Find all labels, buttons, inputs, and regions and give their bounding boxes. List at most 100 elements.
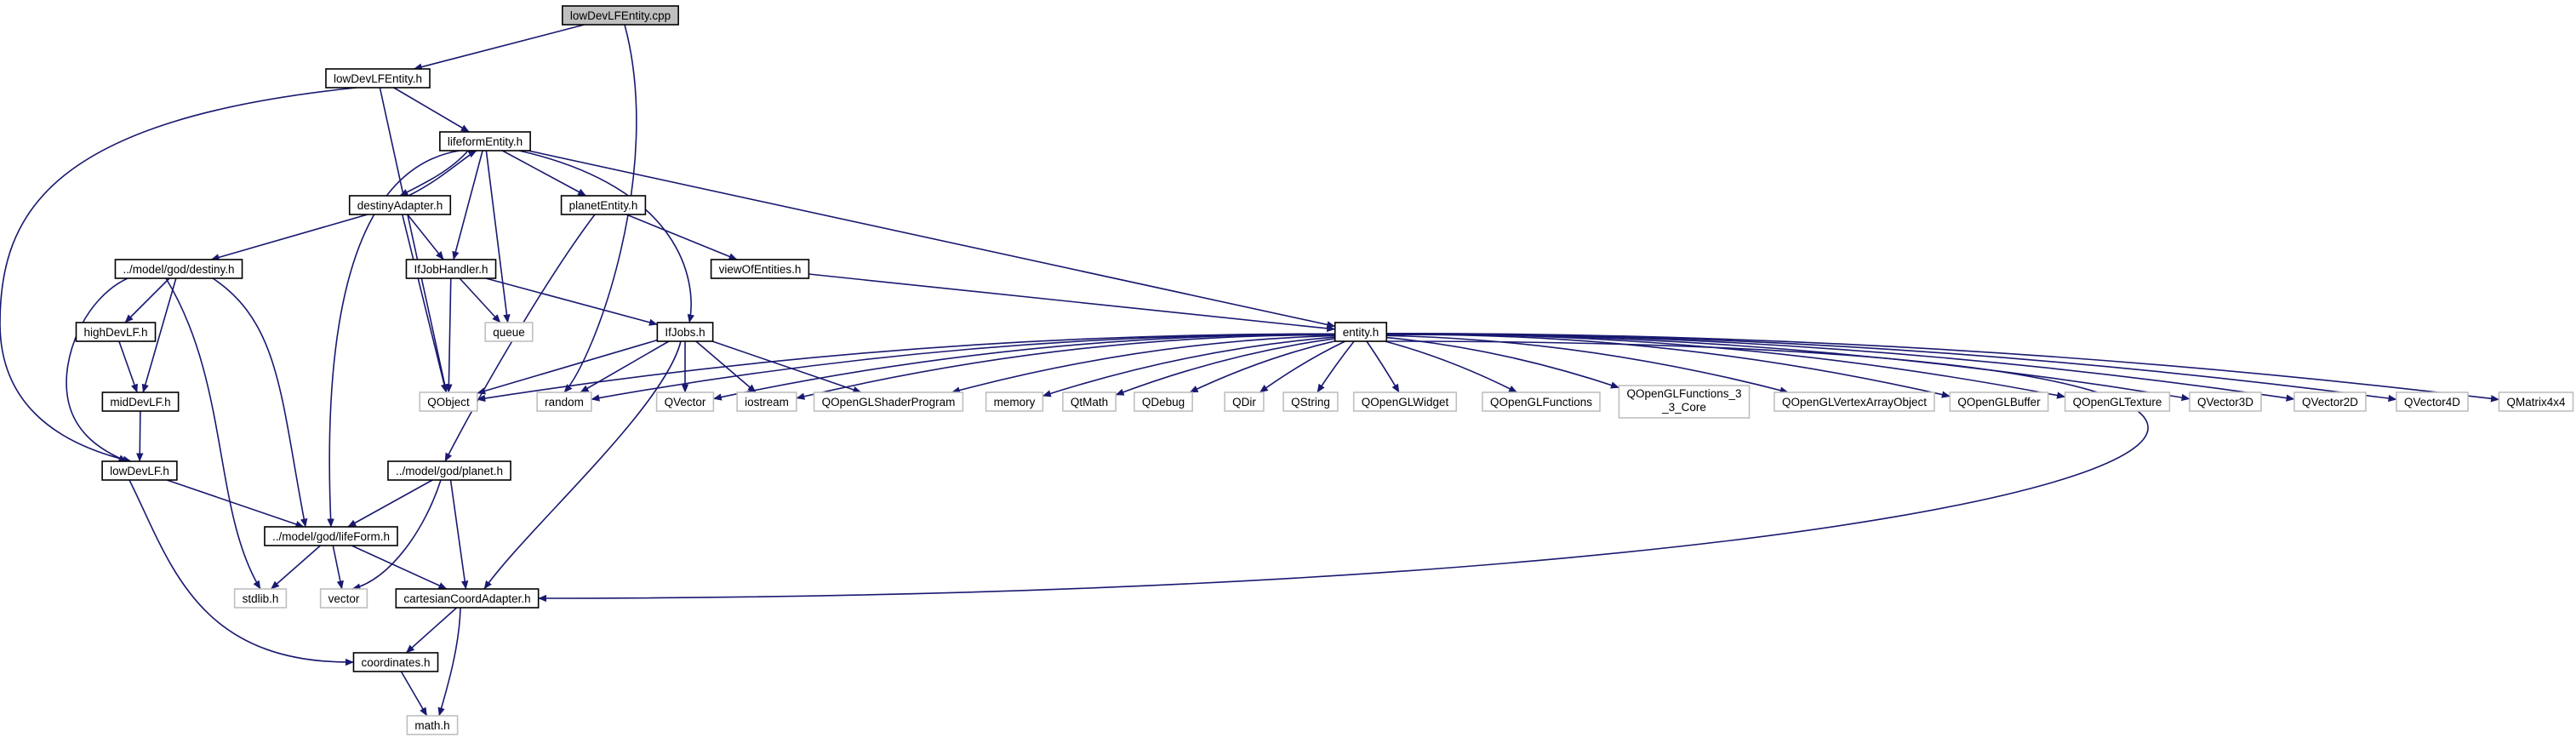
node-QOpenGLBuffer: QOpenGLBuffer (1949, 392, 2049, 412)
node-box (406, 715, 459, 735)
node-label: random (545, 396, 584, 409)
node-box (1334, 322, 1388, 342)
edge-destiny-h-to-highDevLF-h (124, 277, 170, 323)
node-highDevLF-h[interactable]: highDevLF.h (75, 322, 157, 342)
node-QOpenGLVertexArrayObject: QOpenGLVertexArrayObject (1773, 392, 1935, 412)
node-label: math.h (414, 719, 449, 732)
node-memory: memory (985, 392, 1044, 412)
node-QObject: QObject (419, 392, 478, 412)
node-QOpenGLWidget: QOpenGLWidget (1352, 392, 1458, 412)
edge-entity-h-to-QDebug (1189, 340, 1335, 393)
edge-destinyAdapter-h-to-QObject (401, 214, 448, 393)
node-box (387, 460, 511, 481)
node-lifeformEntity-h[interactable]: lifeformEntity.h (439, 131, 531, 151)
node-label: QVector3D (2197, 396, 2253, 409)
node-iostream: iostream (736, 392, 797, 412)
edge-IfJobs-h-to-QOpenGLShaderProgram (711, 340, 862, 393)
node-cartesianCoordAdapter-h[interactable]: cartesianCoordAdapter.h (395, 588, 540, 609)
edge-entity-h-to-QOpenGLVertexArrayObject (1386, 334, 1789, 394)
node-QOpenGLTexture: QOpenGLTexture (2064, 392, 2171, 412)
node-box (813, 392, 964, 412)
node-planet-h[interactable]: ../model/god/planet.h (387, 460, 511, 481)
edge-destiny-h-to-lifeForm-h (212, 277, 308, 528)
edge-destiny-h-to-lowDevLF-h (66, 277, 129, 462)
node-label: QDebug (1142, 396, 1185, 409)
node-label: QDir (1232, 396, 1256, 409)
node-box (985, 392, 1044, 412)
node-label: highDevLF.h (83, 326, 147, 339)
node-box (2189, 392, 2262, 412)
node-coordinates-h[interactable]: coordinates.h (352, 652, 439, 672)
edge-entity-h-to-QVector4D (1386, 333, 2397, 403)
edge-lowDevLFEntity-h-to-lowDevLF-h (0, 87, 357, 463)
edge-lifeformEntity-h-to-IfJobHandler-h (452, 150, 483, 260)
node-lowDevLFEntity-h[interactable]: lowDevLFEntity.h (325, 68, 431, 89)
node-label-line: _3_Core (1661, 401, 1706, 414)
edge-entity-h-to-QDir (1259, 340, 1345, 393)
edge-entity-h-to-memory (1042, 336, 1335, 397)
node-label: ../model/god/planet.h (396, 465, 503, 477)
node-destiny-h[interactable]: ../model/god/destiny.h (114, 259, 243, 279)
node-midDevLF-h[interactable]: midDevLF.h (101, 392, 180, 412)
node-lowDevLF-h[interactable]: lowDevLF.h (101, 460, 178, 481)
node-IfJobs-h[interactable]: IfJobs.h (656, 322, 714, 342)
edge-IfJobHandler-h-to-queue (459, 277, 501, 323)
node-QMatrix4x4: QMatrix4x4 (2498, 392, 2574, 412)
edge-viewOfEntities-h-to-entity-h (808, 273, 1336, 333)
node-label: destinyAdapter.h (357, 199, 443, 212)
node-QOpenGLFunctions-3-3-Core: QOpenGLFunctions_3_3_Core (1618, 385, 1751, 419)
node-label: viewOfEntities.h (719, 263, 802, 276)
node-label: IfJobHandler.h (414, 263, 488, 276)
node-box (75, 322, 157, 342)
node-box (655, 392, 715, 412)
edge-lifeForm-h-to-cartesianCoordAdapter-h (351, 545, 448, 590)
node-box (264, 526, 398, 546)
edge-entity-h-to-QOpenGLWidget (1366, 340, 1400, 393)
node-box (484, 322, 534, 342)
node-label: ../model/god/lifeForm.h (272, 530, 390, 543)
node-QDir: QDir (1224, 392, 1265, 412)
node-lifeForm-h[interactable]: ../model/god/lifeForm.h (264, 526, 398, 546)
node-vector: vector (319, 588, 368, 609)
edge-root-to-random (563, 24, 637, 393)
node-box (562, 5, 679, 26)
node-label: entity.h (1343, 326, 1379, 339)
node-IfJobHandler-h[interactable]: IfJobHandler.h (405, 259, 497, 279)
node-box (2293, 392, 2367, 412)
node-box (536, 392, 592, 412)
node-label: QVector (665, 396, 706, 409)
node-box (348, 195, 452, 215)
edge-lifeformEntity-h-to-queue (485, 150, 511, 323)
node-box (114, 259, 243, 279)
node-box (233, 588, 288, 609)
node-box (101, 392, 180, 412)
edge-entity-h-to-QOpenGLFunctions-3-3-Core (1386, 336, 1619, 389)
node-destinyAdapter-h[interactable]: destinyAdapter.h (348, 195, 452, 215)
node-box (736, 392, 797, 412)
node-box (395, 588, 540, 609)
edge-planetEntity-h-to-viewOfEntities-h (625, 214, 738, 260)
edge-destinyAdapter-h-to-lifeformEntity-h (408, 150, 477, 197)
node-box (2064, 392, 2171, 412)
node-viewOfEntities-h[interactable]: viewOfEntities.h (710, 259, 810, 279)
nodes-layer: lowDevLFEntity.cpp lowDevLFEntity.h lifefo… (75, 5, 2574, 735)
node-label: iostream (745, 396, 789, 409)
edge-entity-h-to-iostream (796, 334, 1335, 400)
node-label: QVector2D (2302, 396, 2358, 409)
node-box (325, 68, 431, 89)
node-QOpenGLShaderProgram: QOpenGLShaderProgram (813, 392, 964, 412)
edge-IfJobs-h-to-cartesianCoordAdapter-h (483, 340, 682, 590)
node-planetEntity-h[interactable]: planetEntity.h (560, 195, 647, 215)
node-entity-h[interactable]: entity.h (1334, 322, 1388, 342)
node-label: IfJobs.h (665, 326, 705, 339)
node-box (1482, 392, 1601, 412)
edge-planet-h-to-vector (351, 479, 442, 591)
edge-lifeformEntity-h-to-destinyAdapter-h (399, 150, 469, 197)
edge-lowDevLF-h-to-coordinates-h (129, 479, 354, 666)
edge-entity-h-to-cartesianCoordAdapter-h (538, 340, 2149, 603)
node-root[interactable]: lowDevLFEntity.cpp (562, 5, 679, 26)
node-label: lowDevLF.h (110, 465, 169, 477)
node-label: QtMath (1071, 396, 1108, 409)
node-label: QOpenGLBuffer (1957, 396, 2041, 409)
node-box (1062, 392, 1117, 412)
